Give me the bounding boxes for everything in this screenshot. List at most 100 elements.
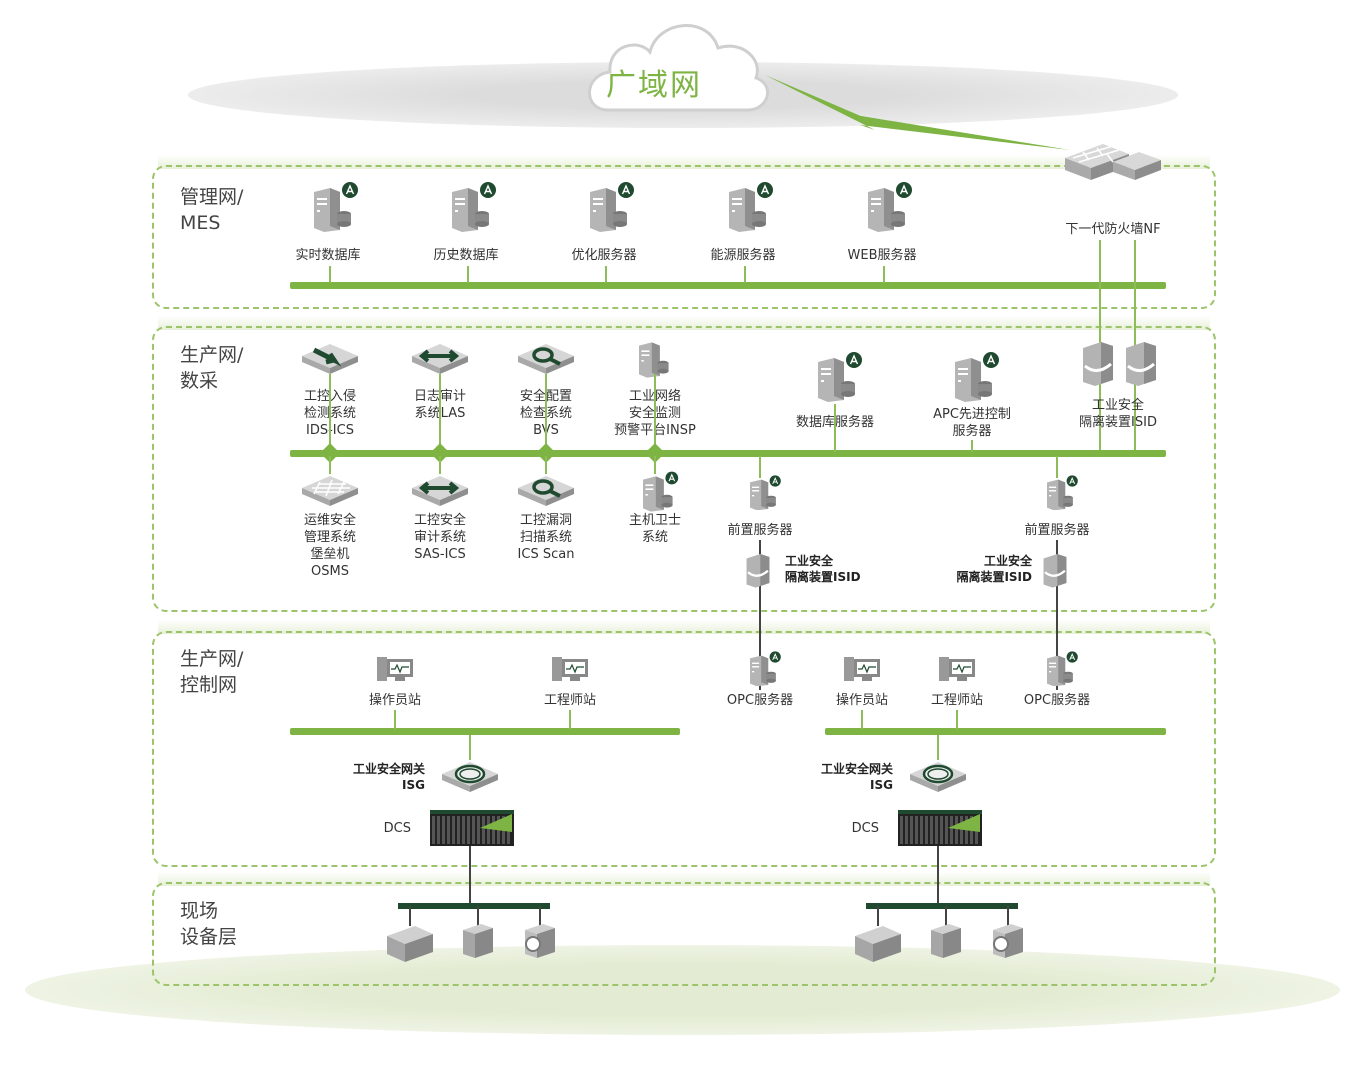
connector-line (469, 735, 471, 760)
security-appliance-icon (516, 472, 576, 512)
field-bus (866, 903, 1018, 909)
isid-label: 工业安全 隔离装置ISID (956, 554, 1032, 584)
server-icon (862, 180, 914, 236)
connector-line (861, 710, 863, 729)
connector-line (759, 540, 761, 690)
security-appliance-icon (300, 340, 360, 380)
isid-icon (1042, 552, 1068, 592)
connector-line (329, 374, 331, 452)
connector-line (937, 846, 939, 906)
workstation-icon (375, 655, 415, 689)
apc-server-label: APC先进控制 服务器 (933, 407, 1011, 439)
isg-gateway-icon (908, 758, 968, 798)
management-server-label: WEB服务器 (847, 248, 917, 263)
field-device-icon (461, 922, 495, 964)
isid-label: 工业安全 隔离装置ISID (785, 554, 861, 584)
wan-link-icon (765, 75, 1070, 150)
collection-bottom-label: 工控安全 审计系统 SAS-ICS (413, 513, 467, 562)
security-appliance-icon (410, 472, 470, 512)
connector-line (469, 846, 471, 906)
opc-server-label: OPC服务器 (726, 693, 794, 708)
connector-line (545, 456, 547, 474)
isid-icon (1081, 340, 1115, 390)
connector-line (654, 374, 656, 452)
isg-label: 工业安全网关 ISG (820, 762, 893, 792)
bottom-platform (25, 945, 1340, 1035)
management-server-label: 优化服务器 (571, 248, 637, 263)
layer-management (152, 165, 1216, 309)
layer-control (152, 631, 1216, 867)
server-icon (812, 350, 864, 406)
layer-title-management: 管理网/ MES (180, 186, 244, 234)
server-icon (634, 336, 676, 382)
field-device-icon (991, 922, 1025, 964)
field-device-icon (929, 922, 963, 964)
management-server-label: 能源服务器 (710, 248, 776, 263)
front-server-label: 前置服务器 (1024, 523, 1090, 538)
workstation-label: 操作员站 (835, 693, 889, 708)
connector-line (477, 906, 479, 926)
connector-line (654, 456, 656, 474)
opc-server-label: OPC服务器 (1023, 693, 1091, 708)
connector-line (945, 906, 947, 926)
connector-line (605, 266, 607, 283)
connector-line (545, 374, 547, 452)
security-appliance-icon (300, 472, 360, 512)
isid-icon (745, 552, 771, 592)
workstation-icon (842, 655, 882, 689)
connector-line (759, 456, 761, 478)
workstation-icon (550, 655, 590, 689)
server-icon (308, 180, 360, 236)
security-appliance-icon (516, 340, 576, 380)
front-server-icon (1043, 474, 1079, 514)
isid-label: 工业安全 隔离装置ISID (1079, 398, 1157, 430)
field-device-icon (385, 922, 435, 968)
control-bus-left (290, 728, 680, 735)
collection-bus (290, 450, 1166, 457)
dcs-label: DCS (851, 821, 879, 836)
opc-server-icon (1043, 650, 1079, 690)
connector-line (569, 710, 571, 729)
workstation-label: 操作员站 (368, 693, 422, 708)
security-appliance-icon (410, 340, 470, 380)
dcs-controller-icon (898, 810, 982, 850)
server-icon (584, 180, 636, 236)
connector-line (439, 374, 441, 452)
connector-line (1056, 456, 1058, 478)
wan-label: 广域网 (606, 68, 702, 103)
firewall-label: 下一代防火墙NF (1065, 222, 1161, 237)
front-server-label: 前置服务器 (727, 523, 793, 538)
isg-label: 工业安全网关 ISG (352, 762, 425, 792)
connector-line (409, 906, 411, 926)
connector-line (329, 266, 331, 283)
connector-line (439, 456, 441, 474)
field-device-icon (523, 922, 557, 964)
layer-title-collection: 生产网/ 数采 (180, 344, 244, 392)
server-icon (638, 470, 680, 516)
dcs-label: DCS (383, 821, 411, 836)
connector-line (956, 710, 958, 729)
workstation-label: 工程师站 (543, 693, 597, 708)
server-icon (723, 180, 775, 236)
front-server-icon (746, 474, 782, 514)
collection-bottom-label: 运维安全 管理系统 堡垒机 OSMS (303, 513, 357, 579)
management-server-label: 历史数据库 (433, 248, 499, 263)
connector-line (971, 440, 973, 452)
layer-title-control: 生产网/ 控制网 (180, 648, 244, 696)
firewall-icon (1063, 140, 1163, 188)
field-bus (398, 903, 550, 909)
server-icon (949, 350, 1001, 406)
connector-line (394, 710, 396, 729)
management-server-label: 实时数据库 (295, 248, 361, 263)
workstation-icon (937, 655, 977, 689)
isid-icon (1124, 340, 1158, 390)
connector-line (834, 404, 836, 452)
connector-line (1056, 540, 1058, 690)
opc-server-icon (746, 650, 782, 690)
dcs-controller-icon (430, 810, 514, 850)
connector-line (877, 906, 879, 926)
server-icon (446, 180, 498, 236)
layer-field (152, 882, 1216, 986)
connector-line (1007, 906, 1009, 926)
